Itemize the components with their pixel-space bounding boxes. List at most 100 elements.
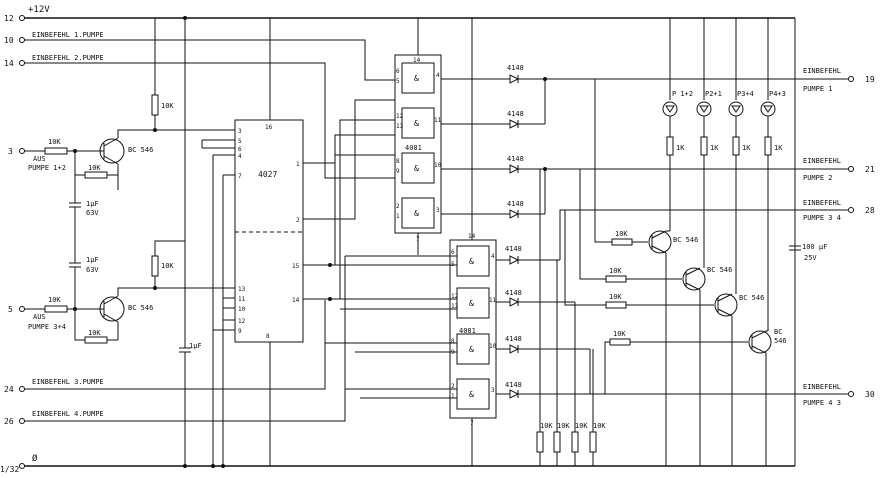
svg-text:4148: 4148 [505,381,522,389]
svg-text:11: 11 [489,297,497,304]
svg-text:4027: 4027 [258,170,277,179]
svg-text:13: 13 [451,303,459,310]
terminal-24 [19,386,25,392]
svg-text:10K: 10K [88,164,101,172]
svg-text:1K: 1K [774,144,783,152]
svg-text:&: & [414,74,419,83]
svg-text:8: 8 [396,158,400,165]
svg-text:10K: 10K [48,138,61,146]
svg-text:10K: 10K [88,329,101,337]
svg-text:PUMPE 1+2: PUMPE 1+2 [28,164,66,172]
svg-text:P2+1: P2+1 [705,90,722,98]
svg-text:PUMPE 1: PUMPE 1 [803,85,833,93]
svg-text:4148: 4148 [507,110,524,118]
svg-text:4148: 4148 [505,289,522,297]
leds: P 1+2 1K P2+1 1K P3+4 1K P4+3 1K [662,18,786,332]
terminal-3 [19,148,25,154]
svg-text:63V: 63V [86,266,99,274]
svg-text:4148: 4148 [507,64,524,72]
svg-text:1µF: 1µF [86,200,99,208]
svg-text:12: 12 [396,113,404,120]
svg-text:PUMPE 2: PUMPE 2 [803,174,833,182]
terminal-num: 12 [4,14,14,23]
svg-text:21: 21 [865,165,875,174]
ground-label: Ø [32,453,38,464]
resistor [44,147,68,155]
svg-text:1µF: 1µF [86,256,99,264]
svg-text:4148: 4148 [507,200,524,208]
svg-text:12: 12 [238,318,246,325]
diode-icon [509,389,520,399]
svg-text:&: & [414,209,419,218]
svg-text:546: 546 [774,337,787,345]
input-label: EINBEFEHL 3.PUMPE [32,378,104,386]
svg-text:6: 6 [238,146,242,153]
svg-text:10K: 10K [540,422,553,430]
svg-text:P 1+2: P 1+2 [672,90,693,98]
outputs: EINBEFEHL PUMPE 1 19 EINBEFEHL PUMPE 2 2… [803,67,875,407]
svg-text:P3+4: P3+4 [737,90,754,98]
svg-text:11: 11 [238,296,246,303]
svg-text:3: 3 [238,128,242,135]
svg-text:1: 1 [396,213,400,220]
svg-text:10K: 10K [615,230,628,238]
svg-text:EINBEFEHL: EINBEFEHL [803,67,841,75]
resistor [151,94,159,116]
svg-text:&: & [469,257,474,266]
svg-text:10K: 10K [609,267,622,275]
svg-text:EINBEFEHL: EINBEFEHL [803,383,841,391]
svg-text:30: 30 [865,390,875,399]
svg-text:3: 3 [491,387,495,394]
svg-text:2: 2 [396,203,400,210]
svg-text:1µF: 1µF [189,342,202,350]
input-label: EINBEFEHL 1.PUMPE [32,31,104,39]
svg-text:14: 14 [413,57,421,64]
svg-text:AUS: AUS [33,155,46,163]
terminal-num: 3 [8,147,13,156]
svg-text:14: 14 [468,233,476,240]
input-label: EINBEFEHL 4.PUMPE [32,410,104,418]
svg-text:15: 15 [292,263,300,270]
svg-text:4: 4 [436,72,440,79]
svg-text:5: 5 [396,78,400,85]
svg-text:11: 11 [434,117,442,124]
svg-text:10: 10 [434,162,442,169]
svg-text:7: 7 [470,420,474,427]
drivers: 10K BC 546 10K BC 546 10K BC 546 10K BC [564,79,787,466]
ic-4027: 4027 16 8 3 5 6 4 7 13 11 10 12 9 1 2 15… [230,18,395,466]
svg-text:&: & [469,345,474,354]
terminal-num: 10 [4,36,14,45]
svg-text:5: 5 [238,138,242,145]
diode-icon [509,119,520,129]
svg-text:100 µF: 100 µF [802,243,827,251]
input-stage-1: 10K BC 546 10K 10K AUS PUMPE 1+2 1µF 63V… [24,18,230,309]
svg-text:10K: 10K [161,102,174,110]
terminal-num: 5 [8,305,13,314]
svg-text:PUMPE 3+4: PUMPE 3+4 [28,323,66,331]
bias-lines: 1µF [179,16,230,468]
svg-text:3: 3 [436,207,440,214]
svg-text:1K: 1K [742,144,751,152]
diode-icon [509,297,520,307]
svg-text:10K: 10K [557,422,570,430]
capacitor-100uf: 100 µF 25V [789,243,827,262]
svg-text:&: & [469,299,474,308]
svg-text:13: 13 [238,286,246,293]
terminal-26 [19,418,25,424]
svg-text:7: 7 [416,236,420,243]
svg-text:4: 4 [238,153,242,160]
svg-text:4: 4 [491,253,495,260]
svg-text:10K: 10K [48,296,61,304]
diode-icon [509,209,520,219]
svg-text:13: 13 [396,123,404,130]
svg-text:16: 16 [265,124,273,131]
svg-text:10K: 10K [593,422,606,430]
svg-text:2: 2 [451,383,455,390]
terminal-12 [19,15,25,21]
svg-text:4081: 4081 [405,144,422,152]
svg-text:BC 546: BC 546 [128,304,153,312]
svg-text:1K: 1K [710,144,719,152]
terminal-10 [19,37,25,43]
svg-text:&: & [414,164,419,173]
